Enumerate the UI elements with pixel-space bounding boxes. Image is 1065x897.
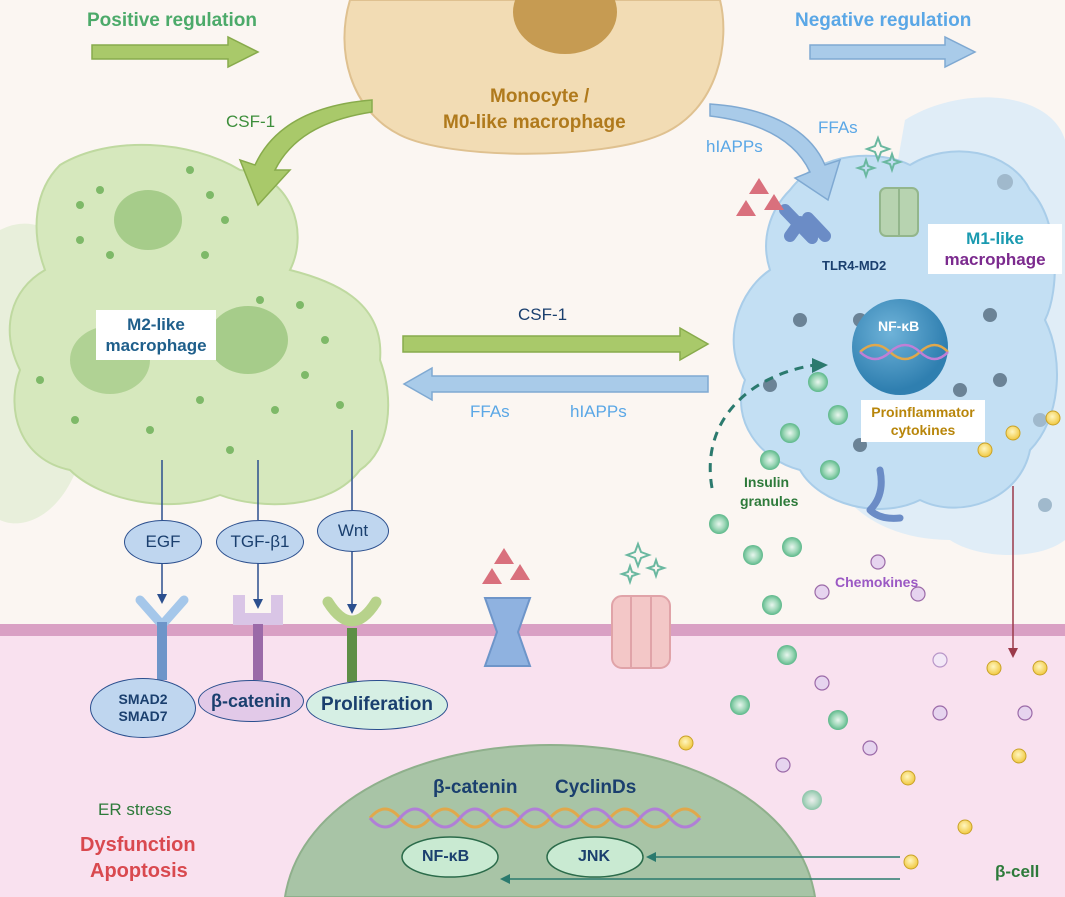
monocyte-cell (343, 0, 725, 155)
m1-vesicle (997, 174, 1013, 190)
ffa-channel (611, 595, 671, 669)
csf1-middle-label: CSF-1 (518, 305, 568, 324)
nucleus-cyclinds-label: CyclinDs (555, 777, 637, 798)
csf1-curved-arrow (238, 99, 373, 207)
positive-legend-arrow (91, 35, 260, 69)
hiapps-top-label: hIAPPs (706, 137, 763, 156)
tgf-beta1-ligand: TGF-β1 (216, 520, 304, 564)
smad2-label: SMAD2 (118, 691, 168, 707)
egf-ligand: EGF (124, 520, 202, 564)
smad-output: SMAD2 SMAD7 (90, 678, 196, 738)
ffas-top-label: FFAs (818, 118, 858, 137)
egf-receptor (135, 595, 189, 680)
insulin-label-line1: Insulin (744, 474, 790, 490)
nucleus-beta-catenin-label: β-catenin (433, 777, 518, 798)
m1-label: M1-like macrophage (928, 224, 1062, 274)
wnt-receptor (322, 596, 382, 682)
hiapp-triangle (494, 548, 514, 564)
ffa-star (618, 135, 904, 586)
hiapps-middle-label: hIAPPs (570, 402, 627, 421)
wnt-ligand: Wnt (317, 510, 389, 552)
hiapp-triangle (764, 194, 784, 210)
chemokine-dots (775, 554, 1033, 773)
dna-helix (368, 807, 702, 829)
monocyte-label-line1: Monocyte / (490, 86, 590, 107)
insulin-label-line2: granules (740, 493, 799, 509)
ffas-middle-label: FFAs (470, 402, 510, 421)
hiapp-triangle (749, 178, 769, 194)
tlr4-label: TLR4-MD2 (822, 258, 887, 273)
beta-cell-label: β-cell (995, 862, 1040, 881)
dysfunction-label: Dysfunction (80, 834, 196, 856)
cytokine-label-line2: cytokines (890, 422, 956, 438)
hiapp-channel (483, 597, 532, 667)
nfkb-oval (401, 836, 499, 878)
m2-label: M2-like macrophage (96, 310, 216, 360)
jnk-oval (546, 836, 644, 878)
nucleus-nfkb-label: NF-κB (422, 848, 470, 865)
m1-vesicle (1033, 413, 1047, 427)
tgf-receptor (233, 595, 283, 680)
csf1-middle-arrow (402, 326, 710, 362)
insulin-granules (709, 372, 848, 810)
m2-nucleus (114, 190, 182, 250)
hiapps-curved-arrow (709, 103, 842, 202)
insulin-dashed-arrow (708, 363, 816, 489)
m1-label-line2: macrophage (944, 250, 1046, 269)
nfkb-m1-label: NF-κB (878, 318, 920, 334)
m2-label-line2: macrophage (105, 336, 207, 355)
negative-regulation-label: Negative regulation (795, 10, 972, 31)
negative-legend-arrow (809, 35, 977, 69)
plasma-membrane (0, 624, 1065, 636)
proliferation-output: Proliferation (306, 680, 448, 730)
m1-vesicle (953, 383, 967, 397)
nucleus-jnk-label: JNK (578, 848, 611, 865)
er-stress-label: ER stress (98, 800, 172, 819)
m2-label-line1: M2-like (127, 315, 185, 334)
m1-vesicle (1038, 498, 1052, 512)
apoptosis-label: Apoptosis (90, 860, 188, 882)
m1-label-line1: M1-like (966, 229, 1024, 248)
m1-vesicle (793, 313, 807, 327)
hiapp-triangle (482, 568, 502, 584)
m2-nucleus (208, 306, 288, 374)
m1-vesicle (983, 308, 997, 322)
hiapp-triangle (736, 200, 756, 216)
m1-vesicle (993, 373, 1007, 387)
beta-catenin-output: β-catenin (198, 680, 304, 722)
chemokines-label: Chemokines (835, 574, 919, 590)
hiapp-triangle (510, 564, 530, 580)
monocyte-label-line2: M0-like macrophage (443, 112, 626, 133)
cytokine-dots (678, 410, 1061, 870)
positive-regulation-label: Positive regulation (87, 10, 257, 31)
smad7-label: SMAD7 (118, 708, 168, 724)
ffas-middle-arrow (402, 366, 709, 402)
proinflammatory-cytokines-label: Proinflammator cytokines (861, 400, 985, 442)
cytokine-label-line1: Proinflammator (871, 404, 975, 420)
csf1-top-label: CSF-1 (226, 112, 276, 131)
